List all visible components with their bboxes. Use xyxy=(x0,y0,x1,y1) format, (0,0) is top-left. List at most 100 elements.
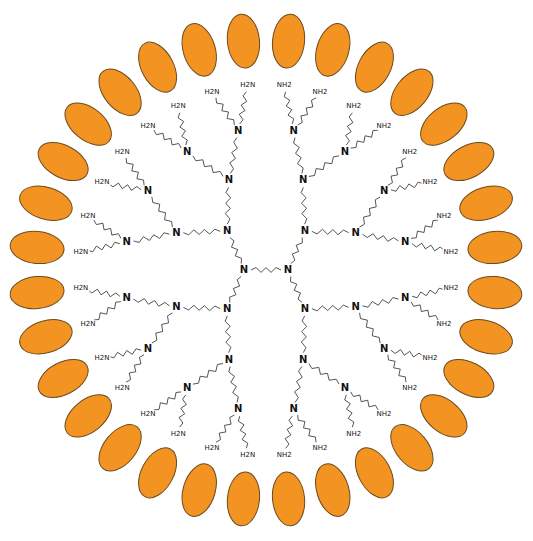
amine-label: NH2 xyxy=(443,285,460,292)
chain-bond xyxy=(301,316,306,353)
chain-bond xyxy=(388,158,406,185)
amine-label: H2N xyxy=(140,410,157,417)
chain-bond xyxy=(298,415,316,442)
nitrogen-label: N xyxy=(122,293,132,303)
surface-ellipse xyxy=(15,314,76,360)
chain-bond xyxy=(239,92,247,124)
chain-bond xyxy=(312,229,349,234)
chain-bond xyxy=(362,234,398,242)
chain-bond xyxy=(238,416,247,448)
nitrogen-label: N xyxy=(171,228,181,238)
chain-bond xyxy=(291,238,303,264)
nitrogen-label: N xyxy=(224,175,234,185)
chain-bond xyxy=(391,182,423,191)
chain-bond xyxy=(351,392,378,410)
chain-bond xyxy=(154,392,181,410)
chain-bond xyxy=(216,415,234,442)
nitrogen-label: N xyxy=(340,147,350,157)
surface-ellipse xyxy=(131,441,185,504)
surface-ellipse xyxy=(225,13,262,70)
amine-label: NH2 xyxy=(443,248,460,255)
chain-bond xyxy=(346,113,353,145)
surface-ellipse xyxy=(413,95,475,154)
chain-bond xyxy=(88,289,120,297)
amine-label: NH2 xyxy=(401,384,418,391)
nitrogen-label: N xyxy=(143,186,153,196)
amine-label: H2N xyxy=(93,354,110,361)
amine-label: NH2 xyxy=(422,179,439,186)
surface-ellipse xyxy=(225,470,262,527)
amine-label: H2N xyxy=(72,285,89,292)
surface-ellipse xyxy=(466,274,523,311)
chain-bond xyxy=(360,313,381,343)
chain-bond xyxy=(251,268,281,273)
chain-bond xyxy=(229,366,239,402)
chain-bond xyxy=(109,349,141,358)
chain-bond xyxy=(391,350,423,357)
chain-bond xyxy=(345,395,354,427)
nitrogen-label: N xyxy=(233,126,243,136)
surface-ellipse xyxy=(466,229,523,266)
surface-ellipse xyxy=(9,274,66,311)
nitrogen-label: N xyxy=(143,344,153,354)
chain-bond xyxy=(94,302,121,320)
nitrogen-label: N xyxy=(283,265,293,275)
chain-bond xyxy=(179,395,186,427)
chain-bond xyxy=(109,183,141,190)
surface-ellipse xyxy=(456,314,517,360)
amine-label: NH2 xyxy=(422,354,439,361)
nitrogen-label: N xyxy=(182,147,192,157)
chain-bond xyxy=(301,187,307,224)
nitrogen-label: N xyxy=(289,404,299,414)
surface-ellipse xyxy=(348,441,402,504)
amine-label: NH2 xyxy=(312,89,329,96)
amine-label: NH2 xyxy=(276,81,293,88)
nitrogen-label: N xyxy=(298,355,308,365)
shell-group xyxy=(9,13,524,528)
chain-bond xyxy=(230,138,238,174)
chain-bond xyxy=(411,302,438,320)
amine-label: H2N xyxy=(114,149,131,156)
surface-ellipse xyxy=(32,135,95,189)
chain-bond xyxy=(412,288,444,297)
nitrogen-label: N xyxy=(300,226,310,236)
amine-label: H2N xyxy=(140,123,157,130)
chain-bond xyxy=(154,130,181,148)
chain-bond xyxy=(285,416,293,448)
chain-bond xyxy=(225,316,231,353)
chain-bond xyxy=(298,98,316,125)
amine-label: NH2 xyxy=(436,213,453,220)
surface-ellipse xyxy=(382,417,441,479)
amine-label: H2N xyxy=(93,179,110,186)
amine-label: H2N xyxy=(170,431,187,438)
chain-bond xyxy=(183,305,220,310)
chain-bond xyxy=(312,305,349,311)
chain-bond xyxy=(216,98,234,125)
nitrogen-label: N xyxy=(224,355,234,365)
chain-bond xyxy=(193,364,223,385)
amine-label: NH2 xyxy=(376,123,393,130)
chain-bond xyxy=(388,355,406,382)
amine-label: NH2 xyxy=(276,452,293,459)
chain-bond xyxy=(134,299,170,307)
surface-ellipse xyxy=(270,470,307,527)
nitrogen-label: N xyxy=(171,302,181,312)
chain-bond xyxy=(193,156,223,177)
nitrogen-label: N xyxy=(379,344,389,354)
amine-label: H2N xyxy=(204,89,221,96)
nitrogen-label: N xyxy=(340,383,350,393)
chain-bond xyxy=(230,238,242,264)
amine-label: NH2 xyxy=(312,444,329,451)
nitrogen-label: N xyxy=(400,237,410,247)
amine-label: NH2 xyxy=(436,320,453,327)
surface-ellipse xyxy=(456,180,517,226)
chain-bond xyxy=(126,355,144,382)
chain-bond xyxy=(225,187,230,224)
chain-bond xyxy=(290,276,302,302)
surface-ellipse xyxy=(437,352,500,406)
surface-ellipse xyxy=(437,135,500,189)
nitrogen-label: N xyxy=(300,304,310,314)
surface-ellipse xyxy=(348,36,402,99)
